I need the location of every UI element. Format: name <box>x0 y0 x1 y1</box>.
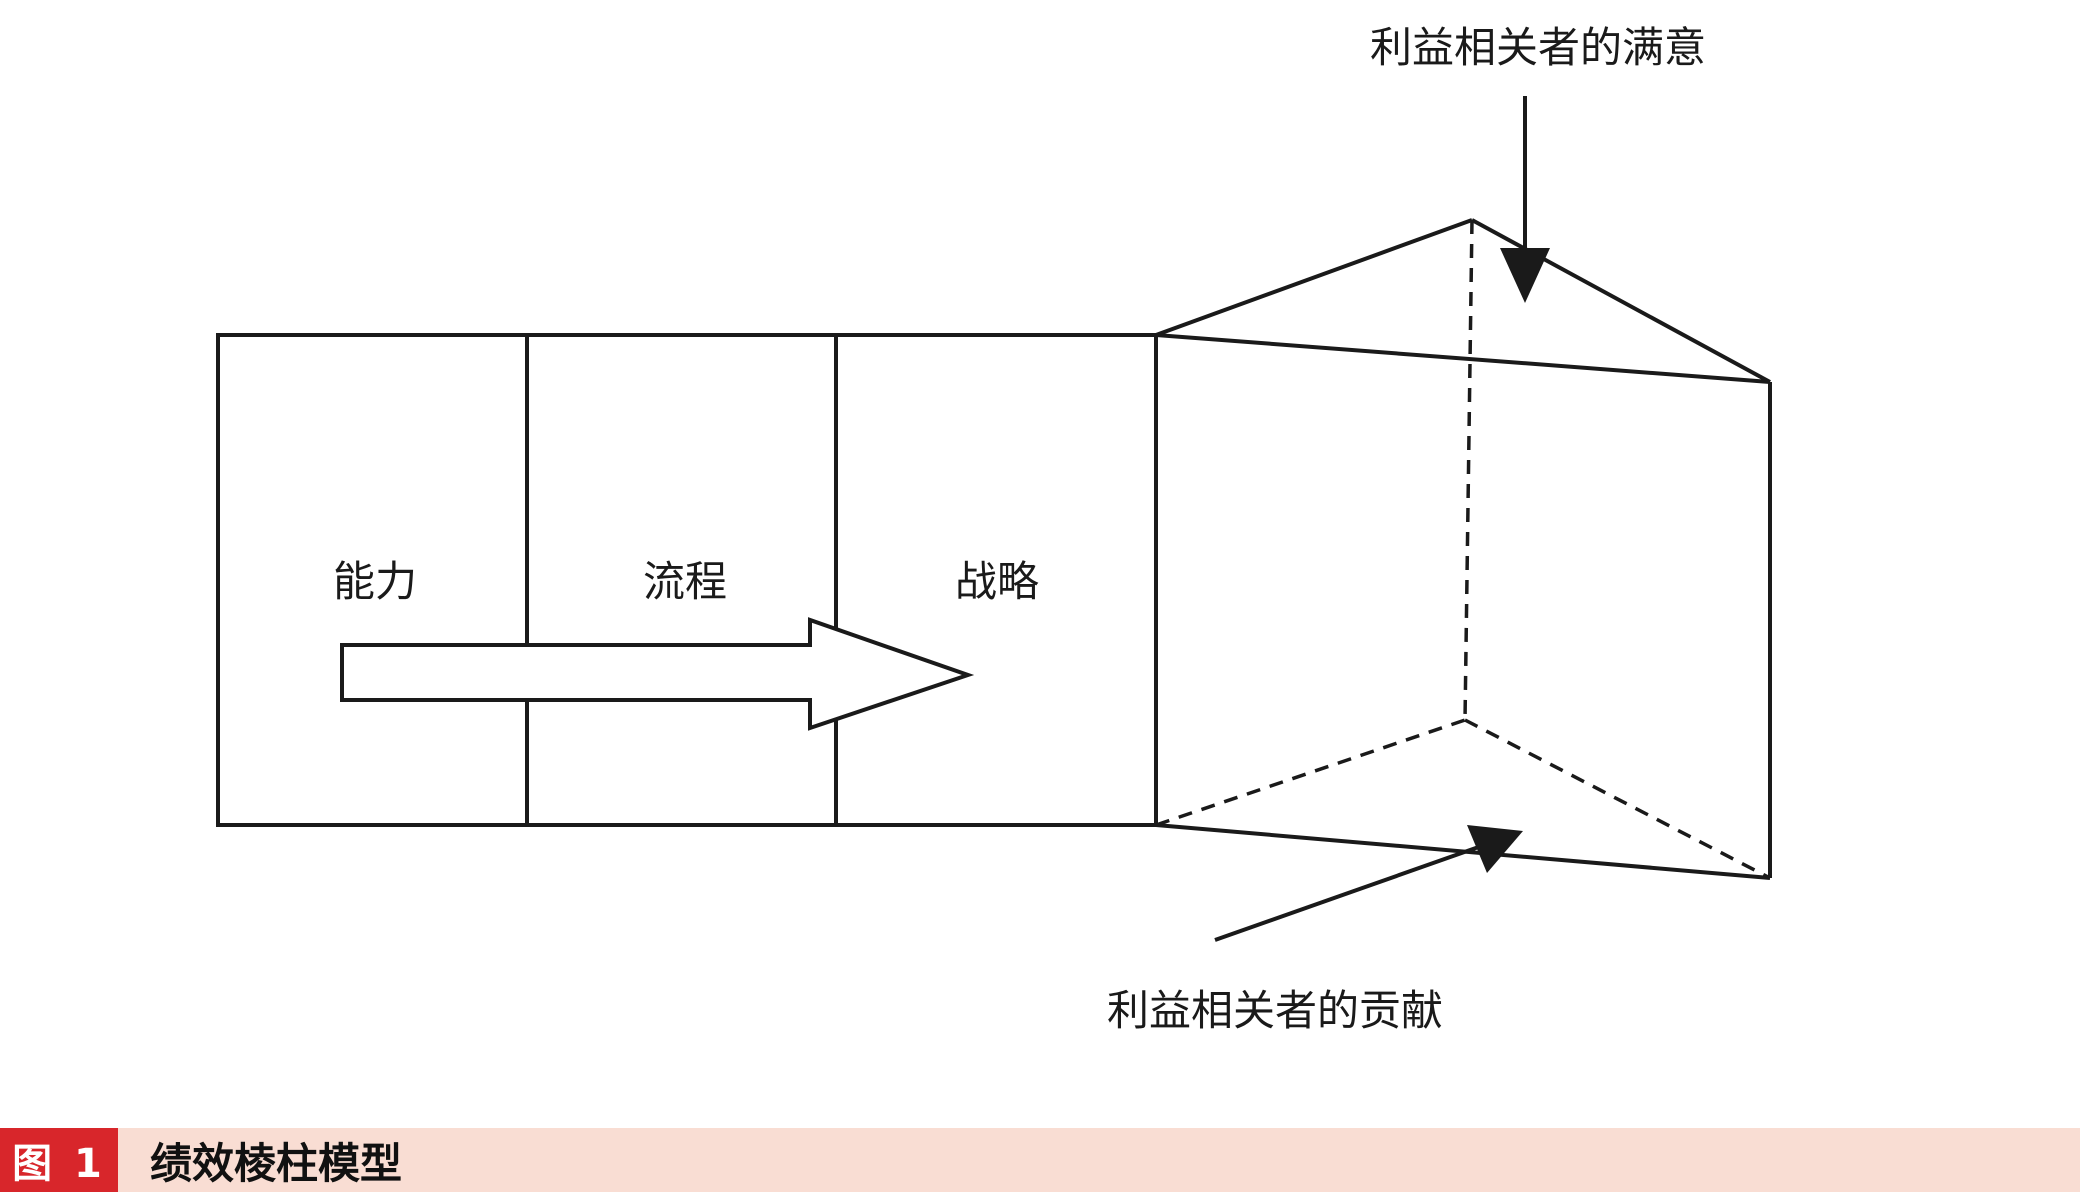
flow-arrow-icon <box>340 617 975 731</box>
bottom-pointer-arrowhead-icon <box>1467 825 1523 873</box>
top-pointer-arrowhead-icon <box>1500 248 1550 303</box>
prism-solid-edges <box>1154 218 1772 880</box>
prism-hidden-edges <box>1155 219 1771 880</box>
bottom-pointer-line <box>1214 841 1491 942</box>
label-stakeholder-satisfaction: 利益相关者的满意 <box>1370 23 1706 72</box>
label-process: 流程 <box>643 557 727 606</box>
prism-back-vertical-edge <box>1463 219 1474 721</box>
prism-bottom-left-hidden-edge <box>1155 718 1466 827</box>
label-capability: 能力 <box>333 557 417 606</box>
figure-title: 绩效棱柱模型 <box>118 1128 2080 1192</box>
prism-top-front-edge <box>1155 333 1771 384</box>
label-stakeholder-contribution: 利益相关者的贡献 <box>1107 986 1443 1035</box>
label-strategy: 战略 <box>955 557 1039 606</box>
figure-caption-bar: 图 1 绩效棱柱模型 <box>0 1128 2080 1192</box>
prism-top-left-edge <box>1155 218 1473 337</box>
prism-bottom-right-hidden-edge <box>1464 718 1771 880</box>
prism-top-right-edge <box>1471 218 1771 384</box>
figure-number-tag: 图 1 <box>0 1128 118 1192</box>
